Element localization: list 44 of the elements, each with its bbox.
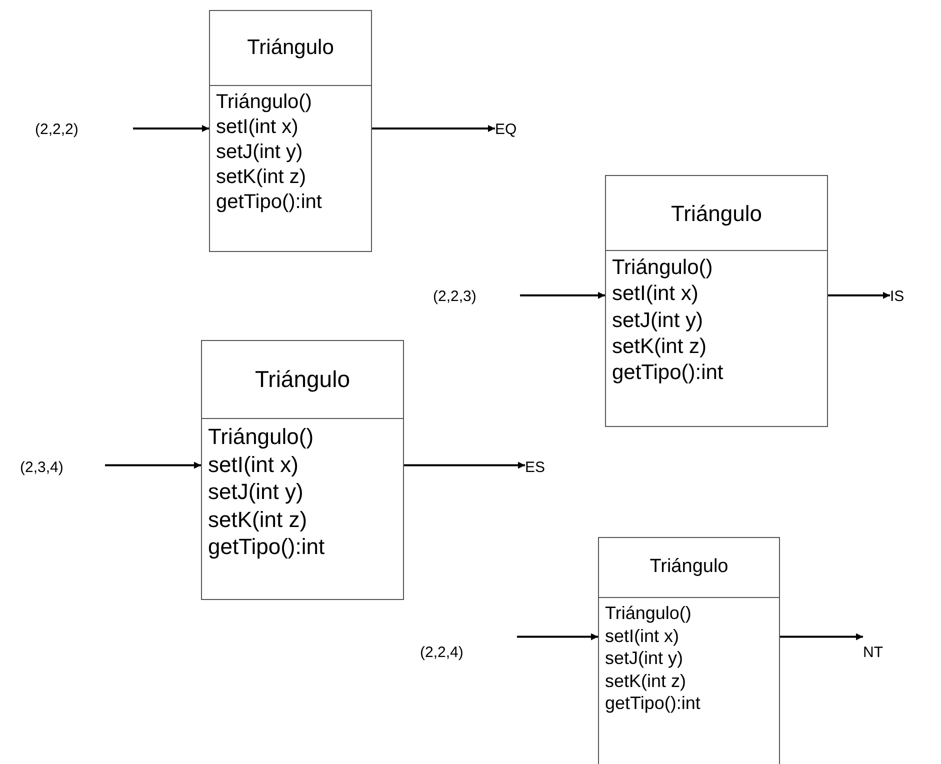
arrow <box>133 125 209 132</box>
class-name: Triángulo <box>671 200 762 228</box>
arrow <box>105 462 201 469</box>
class-name: Triángulo <box>254 365 350 394</box>
method-name: setJ(int y) <box>612 308 704 334</box>
arrow <box>520 292 605 299</box>
method-name: setK(int z) <box>216 165 306 190</box>
class-box <box>605 175 828 427</box>
method-name: Triángulo() <box>605 602 692 624</box>
input-value: (2,2,4) <box>420 641 517 665</box>
input-value: (2,2,3) <box>433 285 520 309</box>
method-name: setK(int z) <box>208 506 308 533</box>
method-name: Triángulo() <box>612 255 713 281</box>
method-name: Triángulo() <box>216 90 312 115</box>
method-name: getTipo():int <box>605 692 700 714</box>
arrow <box>372 125 495 132</box>
method-name: setI(int x) <box>612 281 698 308</box>
class-box <box>201 340 404 600</box>
method-name: getTipo():int <box>612 360 724 386</box>
arrow <box>517 633 598 640</box>
method-name: setJ(int y) <box>605 647 684 670</box>
method-name: getTipo():int <box>216 190 322 215</box>
method-name: Triángulo() <box>208 423 314 450</box>
method-name: setJ(int y) <box>208 478 304 506</box>
method-name: getTipo():int <box>208 533 325 560</box>
arrow <box>404 462 525 469</box>
input-value: (2,3,4) <box>20 456 105 480</box>
method-name: setI(int x) <box>605 624 680 647</box>
arrow <box>780 633 863 640</box>
class-name: Triángulo <box>650 555 728 580</box>
method-name: setI(int x) <box>208 450 298 478</box>
method-name: setK(int z) <box>612 334 707 360</box>
class-name: Triángulo <box>247 35 334 62</box>
method-name: setI(int x) <box>216 115 298 140</box>
output-value: EQ <box>495 118 535 142</box>
output-value: ES <box>525 456 560 480</box>
output-value: IS <box>890 285 920 309</box>
class-box <box>598 537 780 764</box>
input-value: (2,2,2) <box>35 118 133 142</box>
class-box <box>209 10 372 252</box>
output-value: NT <box>863 641 898 665</box>
method-name: setJ(int y) <box>216 140 303 165</box>
arrow <box>828 292 890 299</box>
method-name: setK(int z) <box>605 670 686 692</box>
